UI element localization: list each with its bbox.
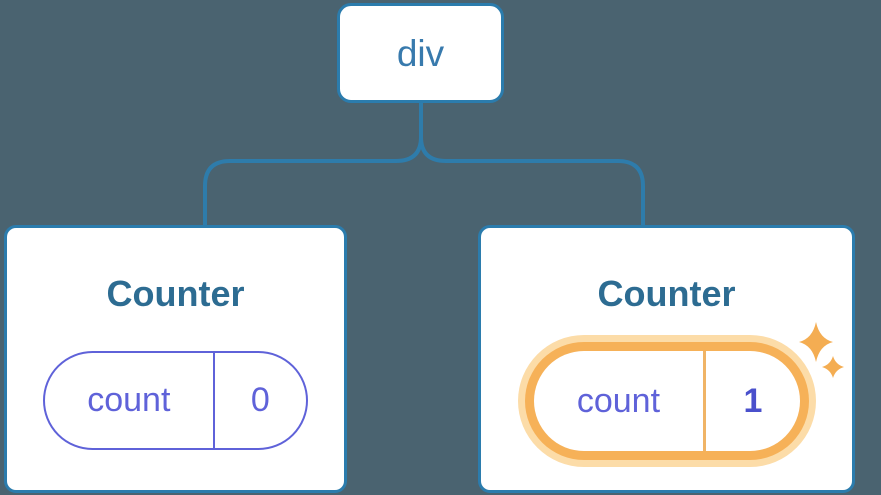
counter-title: Counter — [597, 273, 736, 314]
root-node-div: div — [337, 3, 504, 103]
connector-left-branch — [203, 101, 423, 229]
sparkles-icon — [799, 322, 844, 378]
counter-card-left: Counter count 0 — [4, 225, 347, 493]
state-pill-highlight-halo: count 1 — [517, 335, 816, 467]
state-key-label: count — [45, 353, 215, 448]
root-node-label: div — [396, 32, 445, 74]
counter-card-right: Counter count 1 — [478, 225, 855, 493]
state-pill-highlighted: count 1 — [533, 351, 800, 451]
connector-right-branch — [419, 101, 645, 229]
state-value: 0 — [250, 381, 270, 419]
sparkle-small-icon — [822, 356, 844, 378]
counter-title: Counter — [106, 273, 245, 314]
state-pill: count 0 — [43, 351, 308, 450]
state-value: 1 — [743, 381, 763, 420]
state-key-label: count — [534, 351, 707, 451]
sparkle-large-icon — [799, 322, 833, 362]
state-pill-highlight-ring: count 1 — [524, 342, 809, 460]
